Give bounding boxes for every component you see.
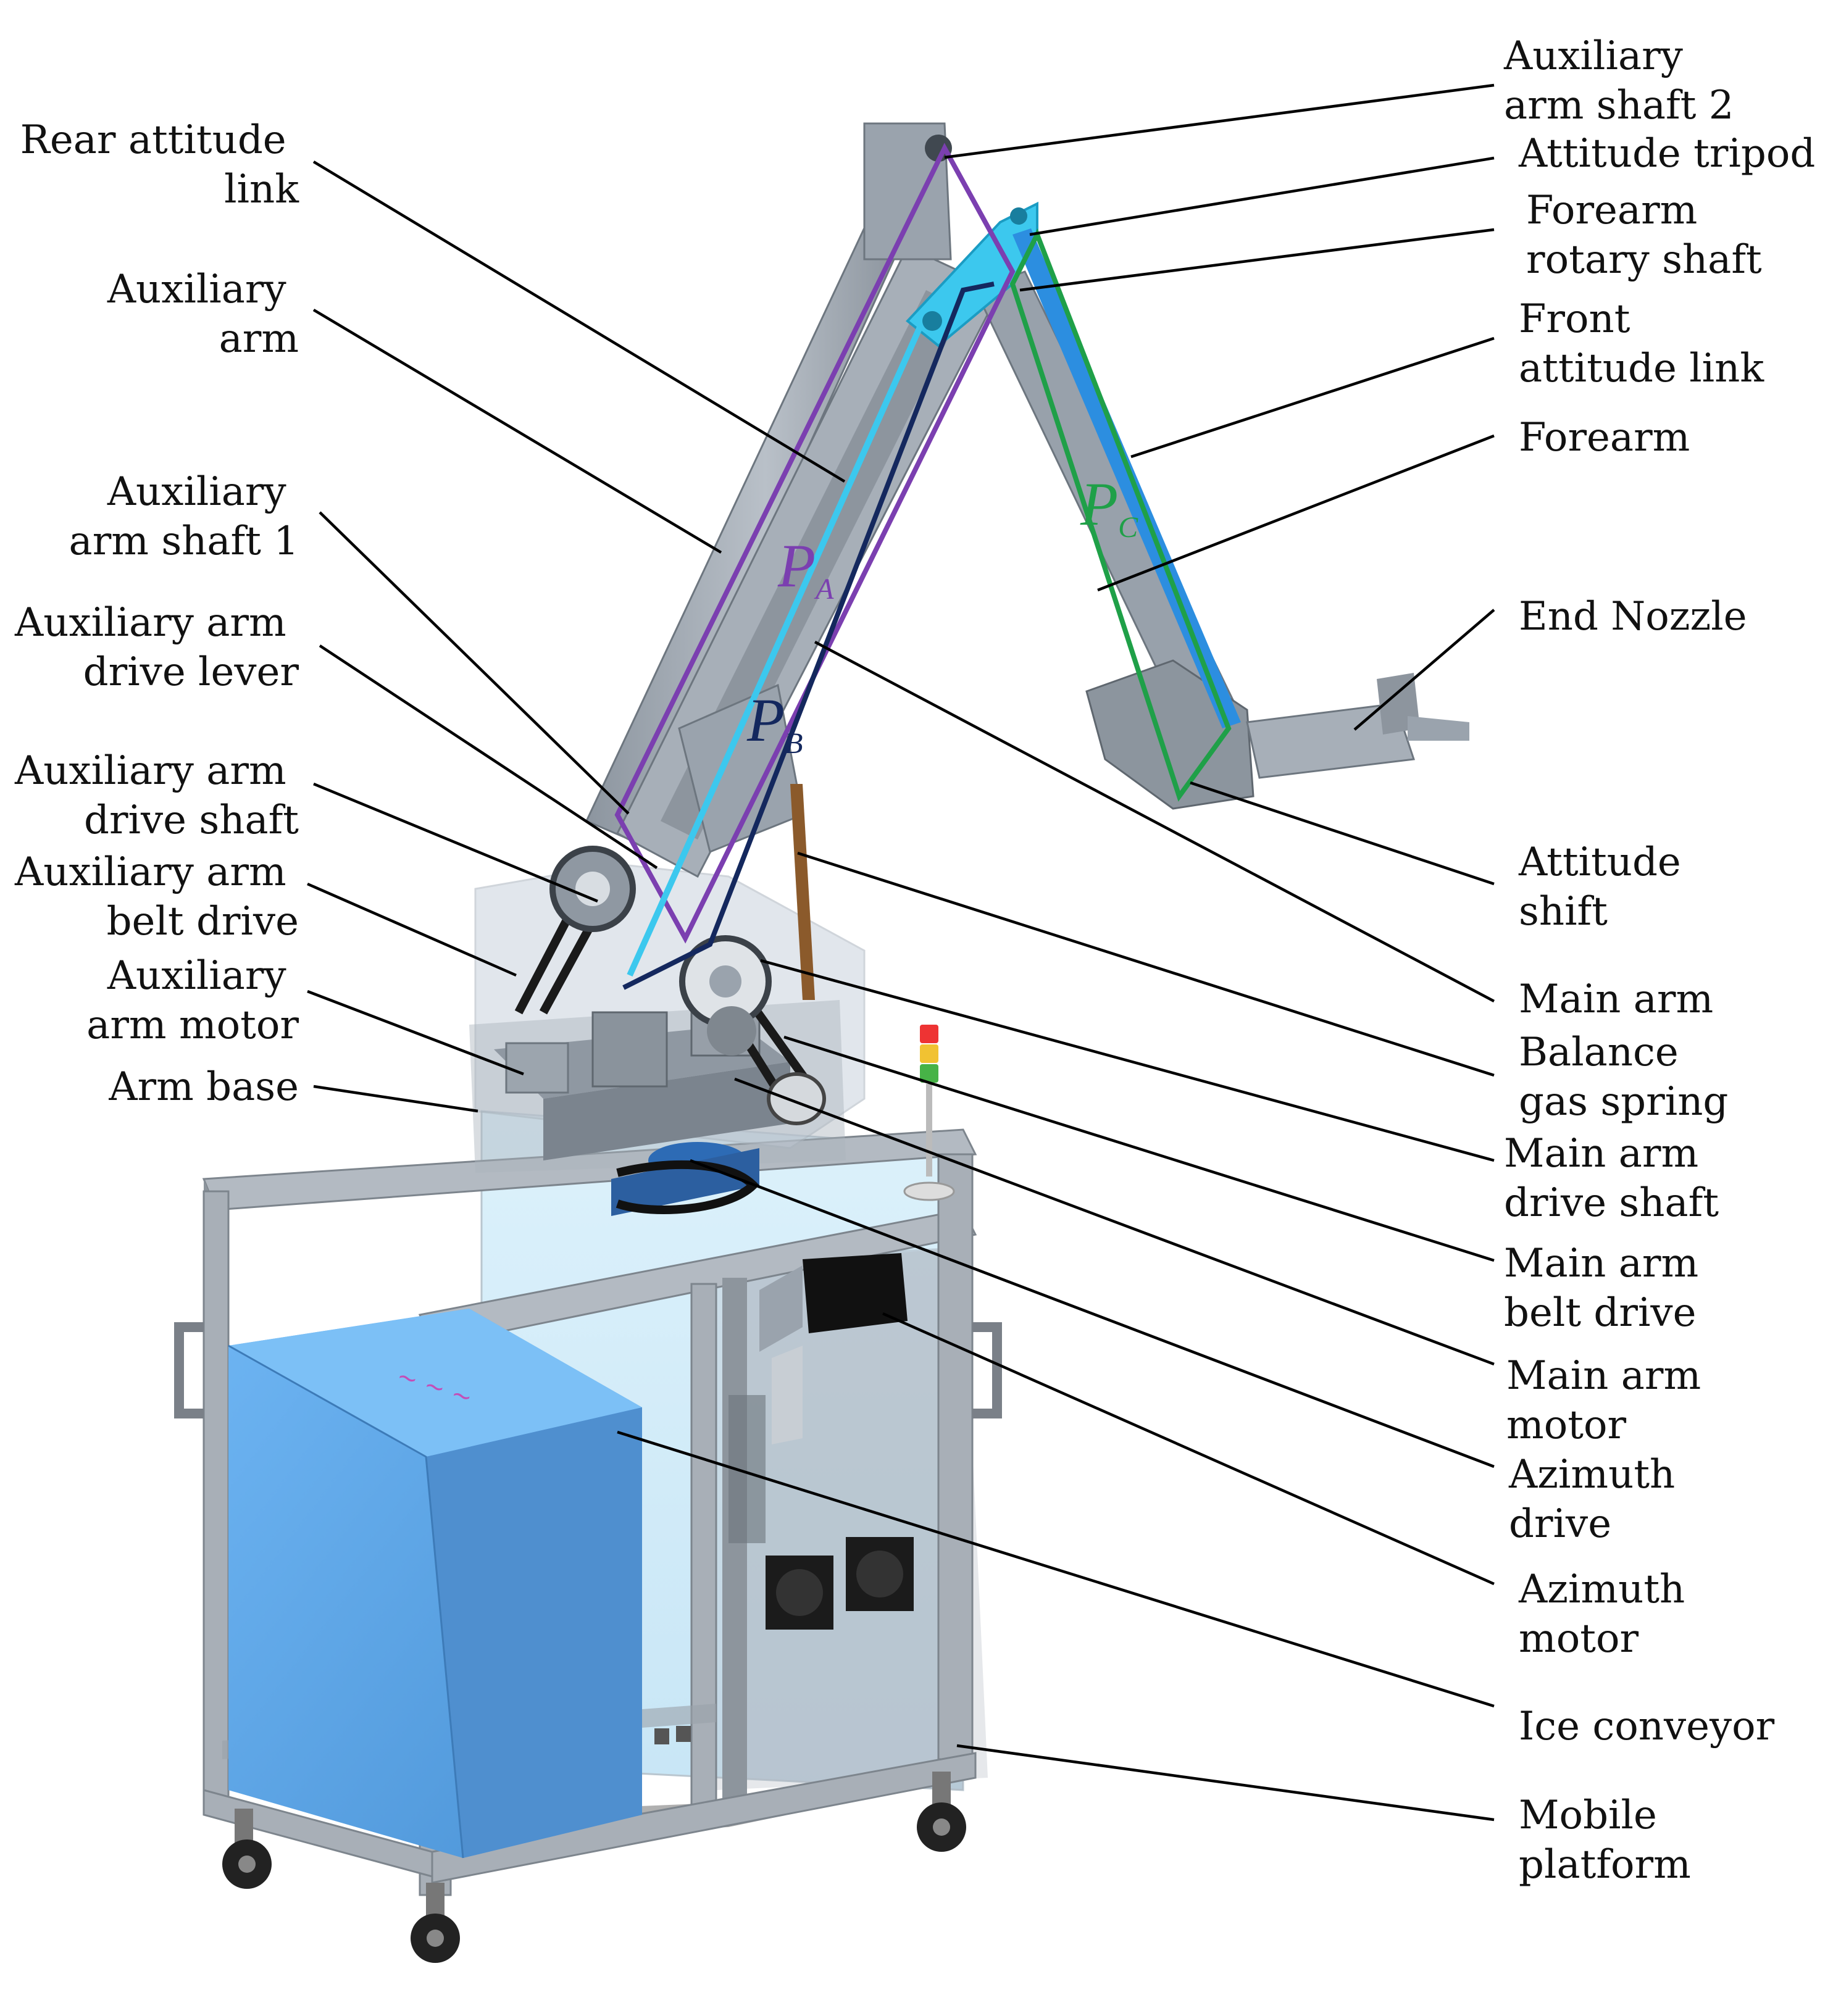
pa-symbol: PA [777, 531, 834, 606]
label-auxiliary-arm-drive-lever: Auxiliary arm drive lever [14, 600, 299, 695]
label-rear-attitude-link: Rear attitude link [20, 117, 300, 212]
label-forearm: Forearm [1519, 415, 1690, 460]
ice-conveyor-illustration: ~ ~ ~ [228, 1309, 642, 1859]
label-main-arm: Main arm [1519, 977, 1713, 1022]
label-azimuth-drive: Azimuth drive [1508, 1452, 1688, 1547]
label-forearm-rotary-shaft: Forearm rotary shaft [1526, 188, 1762, 283]
arm-base-illustration [469, 846, 955, 1216]
label-ice-conveyor: Ice conveyor [1519, 1704, 1775, 1749]
labels-right: Auxiliary arm shaft 2 Attitude tripod Fo… [1503, 33, 1815, 1888]
main-arm-illustration [585, 122, 1002, 1000]
label-main-arm-belt-drive: Main arm belt drive [1504, 1241, 1711, 1336]
label-mobile-platform: Mobile platform [1519, 1793, 1691, 1888]
parallelogram-pa [614, 143, 1016, 944]
pb-symbol: PB [746, 686, 803, 760]
parallelogram-pb [622, 281, 995, 990]
pc-symbol: PC [1080, 470, 1138, 544]
label-auxiliary-arm-motor: Auxiliary arm motor [86, 953, 299, 1048]
label-azimuth-motor: Azimuth motor [1518, 1567, 1698, 1662]
leader-lines [307, 83, 1495, 1822]
label-balance-gas-spring: Balance gas spring [1519, 1030, 1728, 1125]
azimuth-motor-illustration [728, 1253, 908, 1543]
label-auxiliary-arm: Auxiliary arm [107, 267, 299, 362]
label-attitude-tripod: Attitude tripod [1518, 131, 1815, 177]
label-main-arm-motor: Main arm motor [1506, 1353, 1714, 1448]
labels-left: Rear attitude link Auxiliary arm Auxilia… [14, 117, 299, 1110]
label-auxiliary-arm-shaft-2: Auxiliary arm shaft 2 [1503, 33, 1734, 128]
label-auxiliary-arm-shaft-1: Auxiliary arm shaft 1 [69, 469, 299, 564]
label-auxiliary-arm-drive-shaft: Auxiliary arm drive shaft [14, 748, 299, 843]
label-attitude-shift: Attitude shift [1518, 839, 1693, 935]
label-main-arm-drive-shaft: Main arm drive shaft [1504, 1131, 1719, 1226]
forearm-illustration [906, 201, 1469, 810]
label-front-attitude-link: Front attitude link [1519, 296, 1764, 391]
label-arm-base: Arm base [108, 1064, 299, 1110]
label-end-nozzle: End Nozzle [1519, 594, 1747, 639]
label-auxiliary-arm-belt-drive: Auxiliary arm belt drive [14, 849, 299, 944]
